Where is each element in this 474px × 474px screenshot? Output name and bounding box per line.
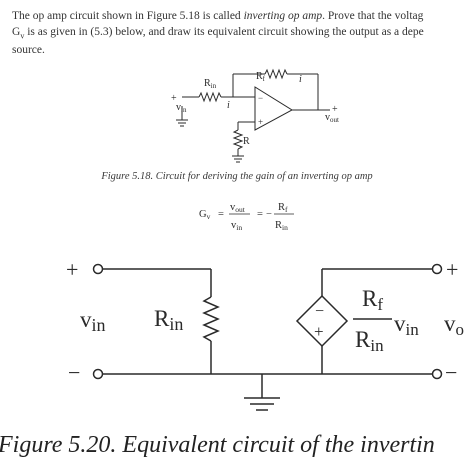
equation-num-1: vout [230,202,246,214]
paragraph-line-3: source. [12,44,45,57]
equation-equals-2: = [257,209,263,220]
terminal-top-left [92,263,104,275]
rf-label: Rf [256,71,266,83]
r-resistor [232,129,244,150]
paragraph-emphasis: inverting op amp [243,10,323,22]
input-plus-label: + [171,93,177,104]
left-minus-label: − [68,360,80,385]
source-plus-label: + [314,322,324,341]
fraction-numerator: Rf [362,286,383,314]
ground-icon [176,119,188,127]
paragraph-text: is as given in (5.3) below, and draw its… [24,25,424,38]
rin-resistor [198,91,222,103]
current-label-top: i [299,74,302,85]
figure-5-20-caption: Figure 5.20. Equivalent circuit of the i… [0,432,435,458]
paragraph-text: . Prove that the voltag [322,10,424,22]
equation-negative: − [266,209,272,220]
figure-5-18-caption: Figure 5.18. Circuit for deriving the ga… [101,171,373,182]
gain-subscript: v [20,30,25,40]
right-minus-label: − [445,360,457,385]
rin-label: Rin [154,306,183,334]
gain-symbol: G [12,25,21,38]
vout-label: vo [444,311,464,339]
vout-label: vout [325,112,339,124]
rin-label: Rin [204,78,217,90]
paragraph-line-2: Gv is as given in (5.3) below, and draw … [12,25,474,44]
right-plus-label: + [446,257,458,282]
paragraph-text: The op amp circuit shown in Figure 5.18 … [12,10,244,22]
equation-den-1: vin [231,220,242,232]
source-minus-label: − [315,303,324,320]
opamp-triangle [254,86,293,131]
equation-den-2: Rin [275,220,288,232]
rin-resistor [202,296,220,342]
terminal-top-right [431,263,443,275]
r-label: R [243,136,250,147]
ground-icon [244,397,280,411]
output-plus-label: + [332,104,338,115]
current-label-mid: i [227,100,230,111]
noninverting-pin-label: + [258,117,263,127]
multiplier-vin: vin [394,311,419,339]
paragraph-line-1: The op amp circuit shown in Figure 5.18 … [12,9,474,25]
left-plus-label: + [66,257,78,282]
vin-label: vin [176,102,187,114]
terminal-bottom-left [92,368,104,380]
equation-equals-1: = [218,209,224,220]
equation-gain: Gv [199,209,211,221]
problem-paragraph: The op amp circuit shown in Figure 5.18 … [12,9,474,59]
fraction-denominator: Rin [355,327,384,355]
rf-resistor [264,68,288,80]
vin-label: vin [80,307,106,335]
ground-icon [232,155,244,163]
equation-num-2: Rf [278,202,288,214]
terminal-bottom-right [431,368,443,380]
inverting-pin-label: − [258,93,263,103]
